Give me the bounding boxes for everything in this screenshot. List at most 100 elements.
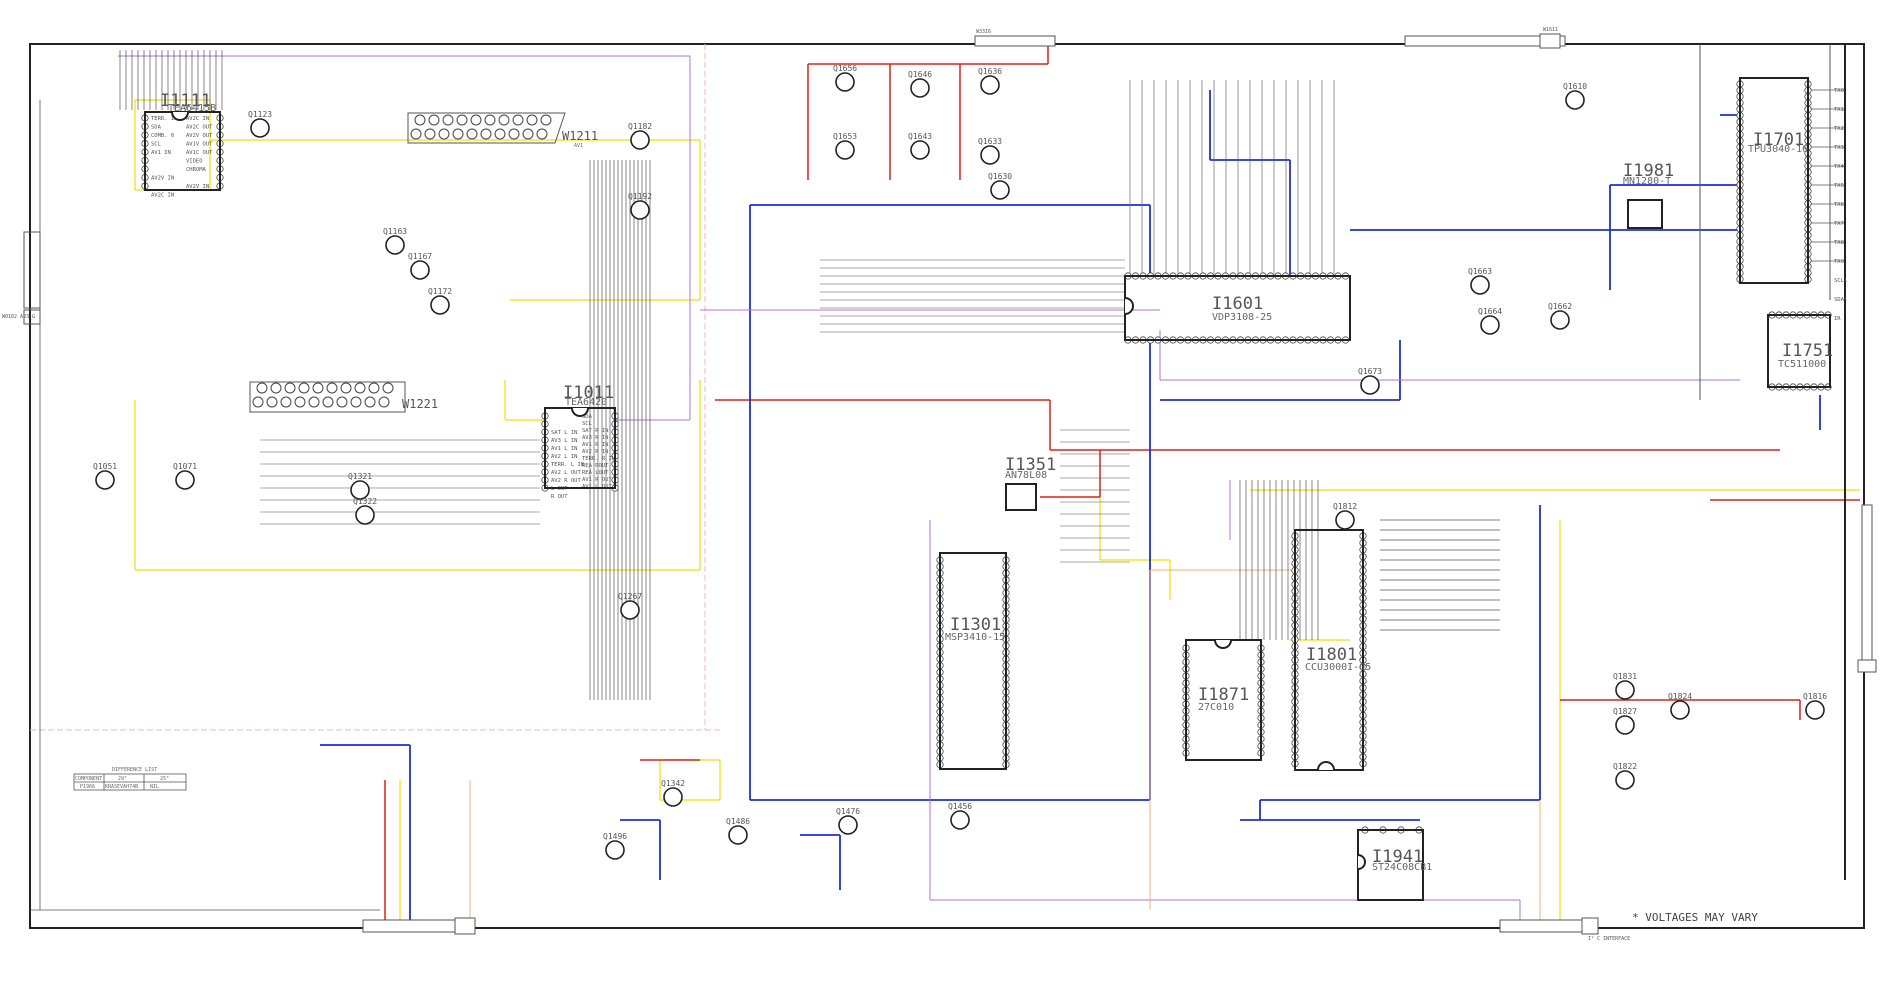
connector-pin <box>456 114 468 126</box>
connector-ref: W1611 <box>1543 27 1558 33</box>
connector-pin <box>252 396 264 408</box>
ic-ref: I1981 <box>1623 161 1674 181</box>
transistor-Q1653: Q1653 <box>833 132 857 160</box>
connector-pin <box>522 128 534 140</box>
ic-ref: I1871 <box>1198 685 1249 705</box>
transistor-symbol <box>980 145 1000 165</box>
connector-pin <box>382 382 394 394</box>
transistor-ref: Q1342 <box>661 779 685 788</box>
pin-label: REA LOUT <box>582 470 609 476</box>
pin-label: SDA <box>151 125 162 131</box>
connector-pin <box>512 114 524 126</box>
transistor-ref: Q1662 <box>1548 302 1572 311</box>
transistor-ref: Q1816 <box>1803 692 1827 701</box>
connector-pin <box>354 382 366 394</box>
connector-W1271: W0102 AV3_G <box>2 231 41 325</box>
transistor-Q1172: Q1172 <box>428 287 452 315</box>
voltage-note: * VOLTAGES MAY VARY <box>1632 911 1758 924</box>
pin-label: AV3 L IN <box>551 438 578 444</box>
pin-label: AV1 R OUT <box>582 477 612 483</box>
connector-pin <box>368 382 380 394</box>
transistor-symbol <box>1615 680 1635 700</box>
ic-I1301: I1301 MSP3410-15 <box>939 552 1007 770</box>
transistor-ref: Q1051 <box>93 462 117 471</box>
transistor-Q1051: Q1051 <box>93 462 117 490</box>
ic-ref: I1701 <box>1753 130 1804 150</box>
transistor-Q1662: Q1662 <box>1548 302 1572 330</box>
transistor-ref: Q1646 <box>908 70 932 79</box>
transistor-ref: Q1831 <box>1613 672 1637 681</box>
pin-label: AV1 IN <box>151 150 171 156</box>
transistor-Q1123: Q1123 <box>248 110 272 138</box>
ic-ref: I1111 <box>160 91 211 111</box>
ic-part: TC511000 <box>1778 359 1826 370</box>
transistor-ref: Q1636 <box>978 67 1002 76</box>
transistor-Q1673: Q1673 <box>1358 367 1382 395</box>
pin-label: VIDEO <box>186 159 203 165</box>
connector-pin <box>494 128 506 140</box>
pin-label: TX9 <box>1834 259 1844 265</box>
pin-label: AV2C IN <box>151 193 174 199</box>
ic-part: AN78L08 <box>1005 470 1047 481</box>
difference-cell: P1966 <box>80 784 95 790</box>
ic-ref: I1941 <box>1372 847 1423 867</box>
transistor-Q1486: Q1486 <box>726 817 750 845</box>
ic-part: CCU3000I-05 <box>1305 662 1371 673</box>
difference-header: 29" <box>118 776 127 782</box>
transistor-symbol <box>1565 90 1585 110</box>
connector-W1221: W1221 <box>249 381 438 413</box>
pin-label: SCL <box>151 142 162 148</box>
transistor-Q1163: Q1163 <box>383 227 407 255</box>
pin-label: AV2C OUT <box>186 125 213 131</box>
transistor-symbol <box>175 470 195 490</box>
transistor-Q1636: Q1636 <box>978 67 1002 95</box>
transistor-symbol <box>1805 700 1825 720</box>
connector-pin <box>536 128 548 140</box>
transistor-symbol <box>1550 310 1570 330</box>
transistor-Q1476: Q1476 <box>836 807 860 835</box>
transistor-symbol <box>990 180 1010 200</box>
transistor-symbol <box>1615 715 1635 735</box>
connector-pin <box>322 396 334 408</box>
ic-ref: I1301 <box>950 615 1001 635</box>
ic-part: 27C010 <box>1198 702 1234 713</box>
pin-label: SAT L IN <box>551 430 578 436</box>
transistor-Q1812: Q1812 <box>1333 502 1357 530</box>
connector-pin <box>280 396 292 408</box>
pin-label: TX4 <box>1834 164 1845 170</box>
connector-label: W0102 AV3_G <box>2 314 35 320</box>
connector-pin <box>442 114 454 126</box>
ic-part: ST24C08CB1 <box>1372 862 1432 873</box>
connector-pin <box>378 396 390 408</box>
transistor-ref: Q1656 <box>833 64 857 73</box>
pin-label: TX6 <box>1834 202 1844 208</box>
connector-pin <box>298 382 310 394</box>
transistor-Q1071: Q1071 <box>173 462 197 490</box>
connector-pin <box>326 382 338 394</box>
ic-I1801: I1801 CCU3000I-05 <box>1294 529 1371 771</box>
pin-label: TX3 <box>1834 145 1844 151</box>
transistor-symbol <box>910 78 930 98</box>
ic-part: TEA6415B <box>168 103 216 114</box>
transistor-ref: Q1643 <box>908 132 932 141</box>
transistor-ref: Q1456 <box>948 802 972 811</box>
transistor-Q1827: Q1827 <box>1613 707 1637 735</box>
connector-label: I² C INTERFACE <box>1588 936 1630 942</box>
transistor-ref: Q1822 <box>1613 762 1637 771</box>
transistor-Q1182: Q1182 <box>628 122 652 150</box>
sheet-frame <box>29 43 1865 929</box>
transistor-symbol <box>95 470 115 490</box>
pin-label: AV2V IN <box>151 176 174 182</box>
pin-label: TX1 <box>1834 107 1844 113</box>
pin-label: AV3 R IN <box>582 435 609 441</box>
transistor-Q1267: Q1267 <box>618 592 642 620</box>
connector-pin <box>350 396 362 408</box>
transistor-ref: Q1267 <box>618 592 642 601</box>
ic-part: TEA6420 <box>565 397 607 408</box>
ic-I1751: I1751 TC511000 <box>1767 314 1833 388</box>
ic-part: MSP3410-15 <box>945 632 1005 643</box>
transistor-symbol <box>350 480 370 500</box>
transistor-Q1824: Q1824 <box>1668 692 1692 720</box>
connector-pin <box>498 114 510 126</box>
